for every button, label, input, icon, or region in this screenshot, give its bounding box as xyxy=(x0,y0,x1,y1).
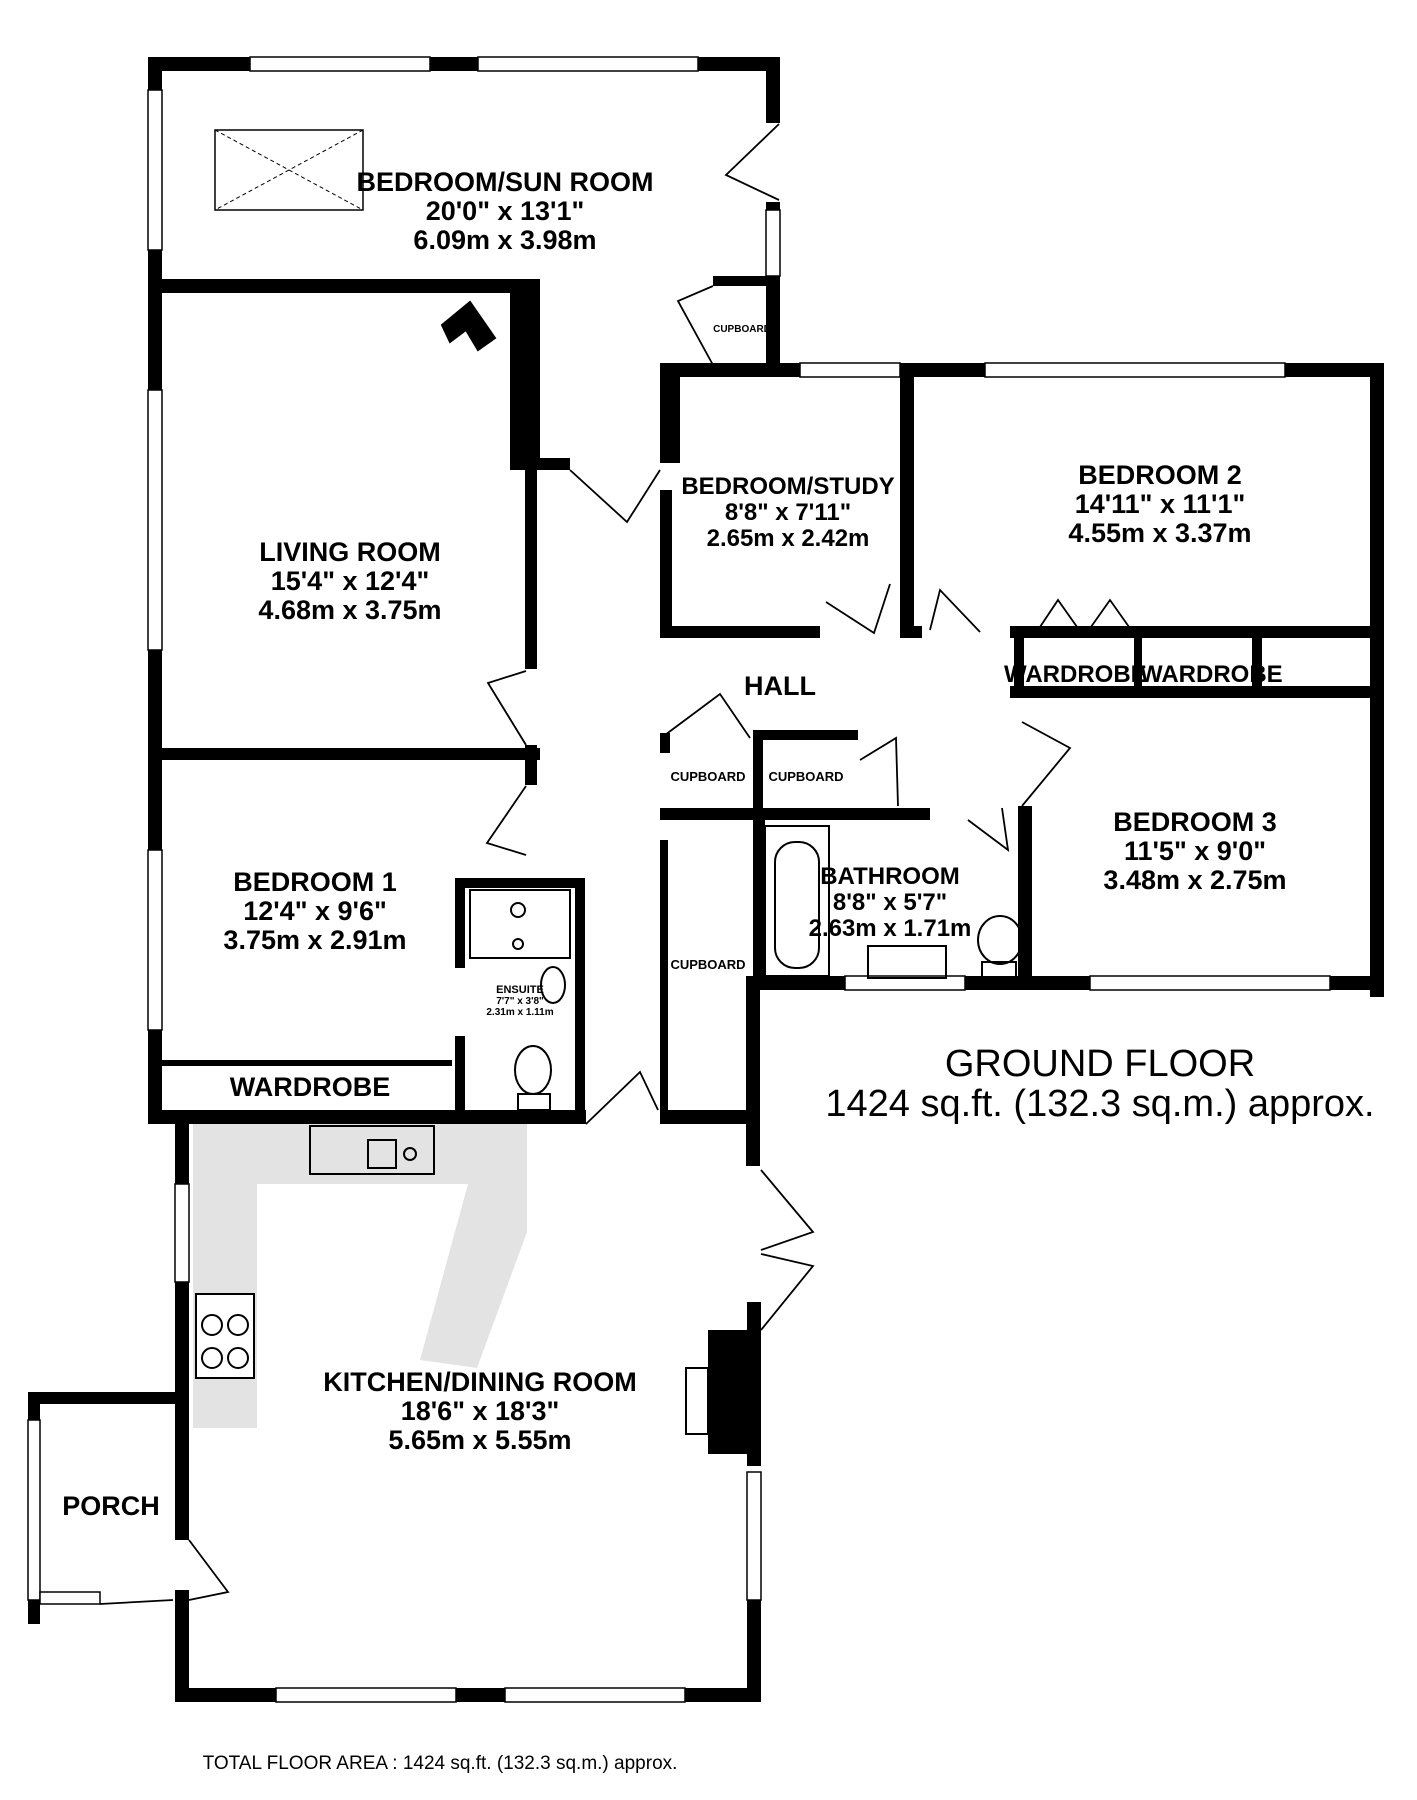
room-name: BEDROOM/STUDY xyxy=(681,473,895,500)
cupboard-hall-2-label: CUPBOARD xyxy=(768,769,844,784)
room-size-metric: 5.65m x 5.55m xyxy=(388,1425,572,1456)
room-size-imperial: 14'11" x 11'1" xyxy=(1074,489,1246,520)
room-label-living: LIVING ROOM 15'4" x 12'4" 4.68m x 3.75m xyxy=(210,537,490,626)
room-name: KITCHEN/DINING ROOM xyxy=(323,1367,637,1397)
fixtures xyxy=(195,129,1023,1435)
room-size-imperial: 15'4" x 12'4" xyxy=(270,566,430,597)
room-name: BATHROOM xyxy=(820,863,960,890)
room-size-imperial: 20'0" x 13'1" xyxy=(425,196,585,227)
wardrobe-bedroom-1-label: WARDROBE xyxy=(229,1072,391,1102)
room-label-sunroom: BEDROOM/SUN ROOM 20'0" x 13'1" 6.09m x 3… xyxy=(300,167,710,256)
room-label-kitchen: KITCHEN/DINING ROOM 18'6" x 18'3" 5.65m … xyxy=(290,1367,670,1456)
room-size-metric: 4.55m x 3.37m xyxy=(1068,518,1252,549)
room-name: BEDROOM 3 xyxy=(1113,807,1277,837)
kitchen-worktop xyxy=(193,1124,527,1428)
floor-summary: GROUND FLOOR 1424 sq.ft. (132.3 sq.m.) a… xyxy=(800,1043,1400,1125)
room-size-metric: 6.09m x 3.98m xyxy=(413,225,597,256)
floor-area: 1424 sq.ft. (132.3 sq.m.) approx. xyxy=(825,1082,1375,1125)
windows xyxy=(27,56,1331,1703)
room-size-imperial: 11'5" x 9'0" xyxy=(1123,836,1267,867)
room-size-imperial: 12'4" x 9'6" xyxy=(243,896,387,927)
room-name: LIVING ROOM xyxy=(259,537,441,567)
room-size-metric: 2.63m x 1.71m xyxy=(808,914,972,942)
room-size-imperial: 8'8" x 7'11" xyxy=(724,498,852,526)
room-size-metric: 3.75m x 2.91m xyxy=(223,925,407,956)
cupboard-hall-1-label: CUPBOARD xyxy=(670,770,746,784)
room-name: BEDROOM/SUN ROOM xyxy=(356,167,654,197)
room-size-imperial: 7'7" x 3'8" xyxy=(496,996,544,1008)
room-label-bedroom-1: BEDROOM 1 12'4" x 9'6" 3.75m x 2.91m xyxy=(180,867,450,956)
wardrobe-bedroom-2-left-label: WARDROBE xyxy=(1004,661,1147,688)
cupboard-top-label: CUPBOARD xyxy=(713,324,771,335)
room-size-metric: 2.31m x 1.11m xyxy=(486,1007,554,1019)
room-label-bathroom: BATHROOM 8'8" x 5'7" 2.63m x 1.71m xyxy=(780,864,1000,942)
hall-label: HALL xyxy=(744,671,816,701)
room-size-imperial: 18'6" x 18'3" xyxy=(400,1396,560,1427)
total-floor-area: TOTAL FLOOR AREA : 1424 sq.ft. (132.3 sq… xyxy=(202,1753,678,1774)
room-size-metric: 3.48m x 2.75m xyxy=(1103,865,1287,896)
room-size-metric: 4.68m x 3.75m xyxy=(258,595,442,626)
room-label-study: BEDROOM/STUDY 8'8" x 7'11" 2.65m x 2.42m xyxy=(668,474,908,552)
room-label-bedroom-2: BEDROOM 2 14'11" x 11'1" 4.55m x 3.37m xyxy=(1020,460,1300,549)
porch-label: PORCH xyxy=(62,1491,160,1521)
room-label-ensuite: ENSUITE 7'7" x 3'8" 2.31m x 1.11m xyxy=(470,984,570,1018)
wardrobe-bedroom-2-right-label: WARDROBE xyxy=(1140,661,1283,688)
floor-name: GROUND FLOOR xyxy=(944,1043,1256,1085)
room-name: ENSUITE xyxy=(496,984,544,996)
cupboard-hall-3-label: CUPBOARD xyxy=(670,958,746,972)
door-swings xyxy=(99,123,1135,1605)
room-label-bedroom-3: BEDROOM 3 11'5" x 9'0" 3.48m x 2.75m xyxy=(1060,807,1330,896)
room-name: BEDROOM 2 xyxy=(1078,460,1242,490)
room-size-imperial: 8'8" x 5'7" xyxy=(832,888,948,916)
room-name: BEDROOM 1 xyxy=(233,867,397,897)
room-size-metric: 2.65m x 2.42m xyxy=(706,524,870,552)
